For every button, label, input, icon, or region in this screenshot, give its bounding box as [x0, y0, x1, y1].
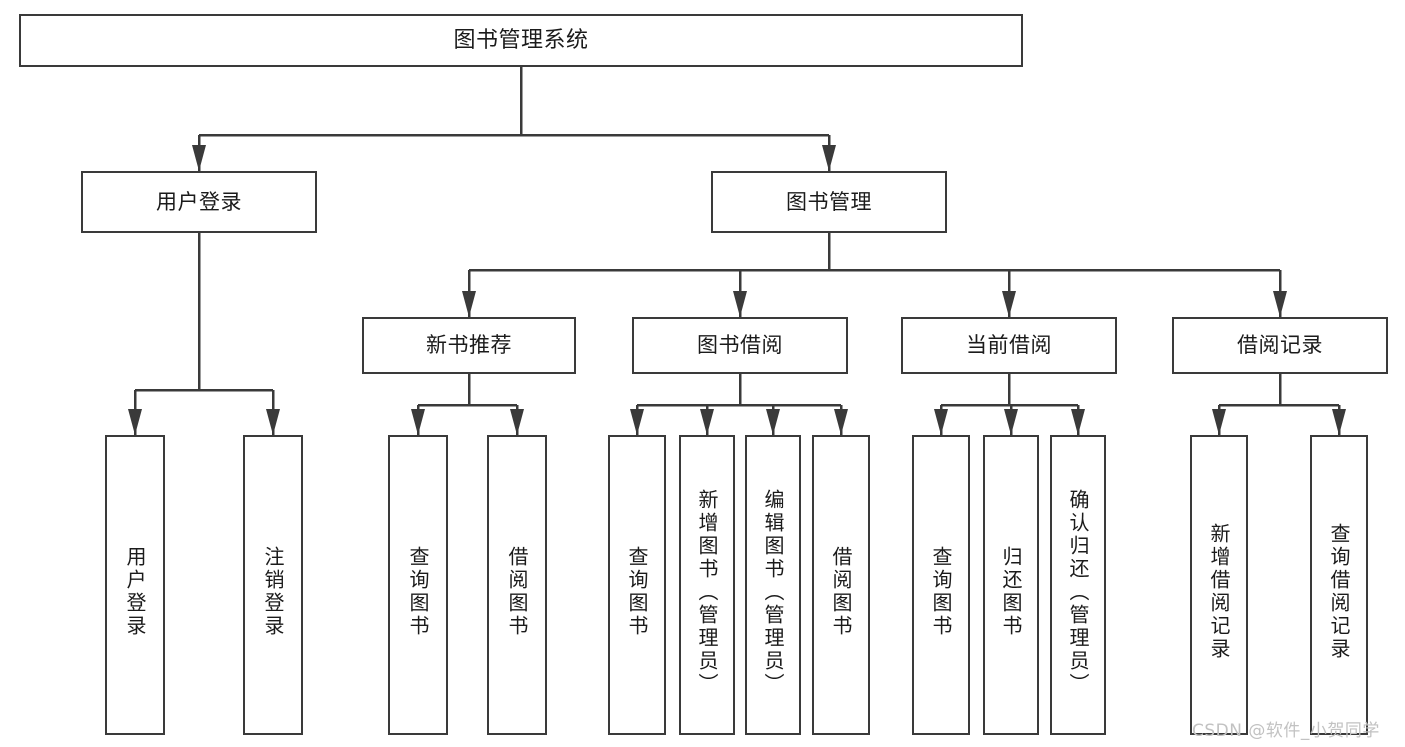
node-label: 编辑图书（管理员） — [761, 488, 785, 696]
node-leaf-cb-query[interactable]: 查询图书 — [912, 435, 970, 735]
node-leaf-rec-borrow[interactable]: 借阅图书 — [487, 435, 547, 735]
node-leaf-user-login[interactable]: 用户登录 — [105, 435, 165, 735]
node-book-manage[interactable]: 图书管理 — [711, 171, 947, 233]
node-label: 用户登录 — [123, 546, 147, 638]
node-label: 注销登录 — [261, 546, 285, 638]
node-leaf-logout[interactable]: 注销登录 — [243, 435, 303, 735]
node-leaf-br-query[interactable]: 查询借阅记录 — [1310, 435, 1368, 735]
node-leaf-cb-confirm[interactable]: 确认归还（管理员） — [1050, 435, 1106, 735]
node-label: 查询图书 — [406, 546, 430, 638]
node-label: 新增图书（管理员） — [695, 488, 719, 696]
node-leaf-rec-query[interactable]: 查询图书 — [388, 435, 448, 735]
node-label: 用户登录 — [156, 189, 242, 214]
node-user-login[interactable]: 用户登录 — [81, 171, 317, 233]
node-leaf-bb-borrow[interactable]: 借阅图书 — [812, 435, 870, 735]
node-leaf-bb-query[interactable]: 查询图书 — [608, 435, 666, 735]
node-new-book-rec[interactable]: 新书推荐 — [362, 317, 576, 374]
node-leaf-br-add[interactable]: 新增借阅记录 — [1190, 435, 1248, 735]
node-label: 归还图书 — [999, 546, 1023, 638]
node-label: 新增借阅记录 — [1207, 523, 1231, 661]
node-leaf-cb-return[interactable]: 归还图书 — [983, 435, 1039, 735]
node-label: 查询借阅记录 — [1327, 523, 1351, 661]
node-label: 查询图书 — [929, 546, 953, 638]
node-leaf-bb-edit[interactable]: 编辑图书（管理员） — [745, 435, 801, 735]
node-label: 图书借阅 — [697, 333, 783, 358]
node-current-borrow[interactable]: 当前借阅 — [901, 317, 1117, 374]
node-leaf-bb-add[interactable]: 新增图书（管理员） — [679, 435, 735, 735]
node-label: 确认归还（管理员） — [1066, 488, 1090, 696]
node-root[interactable]: 图书管理系统 — [19, 14, 1023, 67]
node-label: 查询图书 — [625, 546, 649, 638]
node-label: 借阅图书 — [829, 546, 853, 638]
node-label: 借阅记录 — [1237, 333, 1323, 358]
node-label: 图书管理系统 — [453, 27, 589, 53]
csdn-watermark: CSDN @软件_小贺同学 — [1192, 721, 1380, 741]
node-label: 图书管理 — [786, 189, 872, 214]
node-borrow-record[interactable]: 借阅记录 — [1172, 317, 1388, 374]
node-label: 当前借阅 — [966, 333, 1052, 358]
node-label: 新书推荐 — [426, 333, 512, 358]
node-book-borrow[interactable]: 图书借阅 — [632, 317, 848, 374]
node-label: 借阅图书 — [505, 546, 529, 638]
